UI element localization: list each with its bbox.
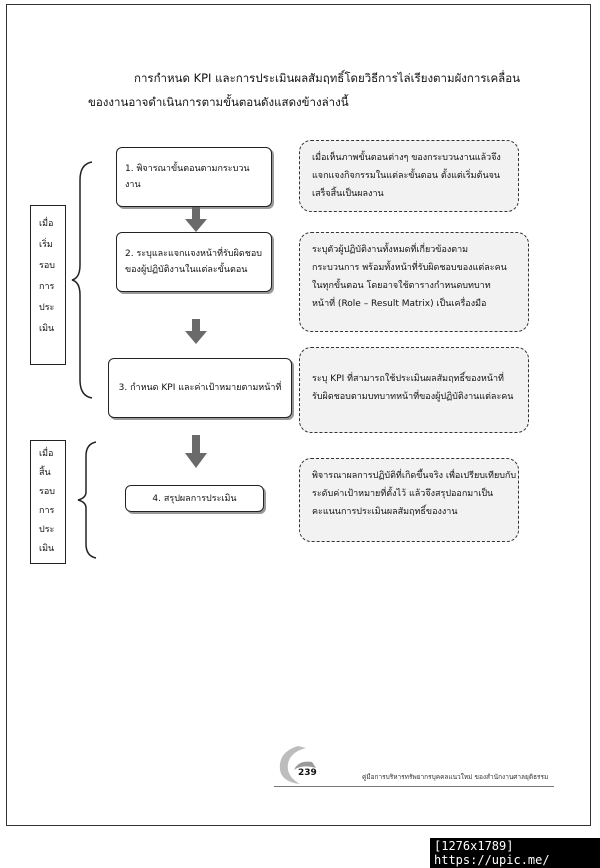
side-label-text: เมิน (39, 324, 55, 334)
down-arrow-icon (185, 207, 207, 232)
note-line: รับผิดชอบตามบทบาทหน้าที่ของผู้ปฏิบัติงาน… (312, 392, 514, 402)
step-2-text-line-2: ของผู้ปฏิบัติงานในแต่ละขั้นตอน (125, 265, 248, 275)
side-label-text: เมื่อ (39, 219, 54, 229)
step-1-box: 1. พิจารณาขั้นตอนตามกระบวนงาน (116, 147, 272, 207)
note-step-2: ระบุตัวผู้ปฏิบัติงานทั้งหมดที่เกี่ยวข้อง… (299, 232, 529, 332)
side-label-text: เมิน (39, 544, 55, 554)
left-brace-start (71, 161, 93, 399)
intro-line-2: ของงานอาจดำเนินการตามขั้นตอนดังแสดงข้างล… (88, 95, 349, 109)
side-label-text: สิ้น (39, 468, 51, 478)
note-line: ระบุ KPI ที่สามารถใช้ประเมินผลสัมฤทธิ์ขอ… (312, 374, 504, 384)
note-line: เสร็จสิ้นเป็นผลงาน (312, 189, 384, 199)
note-line: กระบวนการ พร้อมทั้งหน้าที่รับผิดชอบของแต… (312, 263, 507, 273)
down-arrow-icon (185, 319, 207, 344)
side-label-text: การ (39, 506, 55, 516)
end-of-cycle-label: เมื่อ สิ้น รอบ การ ประ เมิน (30, 440, 66, 564)
intro-line-1: การกำหนด KPI และการประเมินผลสัมฤทธิ์โดยว… (134, 71, 520, 85)
step-1-text: 1. พิจารณาขั้นตอนตามกระบวนงาน (125, 164, 250, 190)
note-step-1: เมื่อเห็นภาพขั้นตอนต่างๆ ของกระบวนงานแล้… (299, 140, 519, 212)
down-arrow-icon (185, 435, 207, 468)
step-3-text: 3. กำหนด KPI และค่าเป้าหมายตามหน้าที่ (118, 383, 282, 393)
swoosh-logo-icon (279, 746, 316, 784)
footer-title: คู่มือการบริหารทรัพยากรบุคคลแนวใหม่ ของส… (362, 773, 549, 781)
note-step-4: พิจารณาผลการปฏิบัติที่เกิดขึ้นจริง เพื่อ… (299, 458, 519, 542)
step-2-text-line-1: 2. ระบุและแจกแจงหน้าที่รับผิดชอบ (125, 249, 262, 259)
note-line: พิจารณาผลการปฏิบัติที่เกิดขึ้นจริง เพื่อ… (312, 471, 517, 481)
side-label-text: เมื่อ (39, 449, 54, 459)
side-label-text: ประ (39, 303, 55, 313)
side-label-text: รอบ (39, 487, 55, 497)
note-line: หน้าที่ (Role – Result Matrix) เป็นเครื่… (312, 299, 487, 309)
step-2-box: 2. ระบุและแจกแจงหน้าที่รับผิดชอบ ของผู้ป… (116, 232, 272, 292)
side-label-text: ประ (39, 525, 55, 535)
side-label-text: รอบ (39, 261, 55, 271)
note-line: ระบุตัวผู้ปฏิบัติงานทั้งหมดที่เกี่ยวข้อง… (312, 245, 469, 255)
note-line: ในทุกขั้นตอน โดยอาจใช้ตารางกำหนดบทบาท (312, 281, 491, 291)
start-of-cycle-label: เมื่อ เริ่ม รอบ การ ประ เมิน (30, 205, 66, 365)
left-brace-end (77, 441, 97, 559)
step-3-box: 3. กำหนด KPI และค่าเป้าหมายตามหน้าที่ (108, 358, 292, 418)
intro-paragraph: การกำหนด KPI และการประเมินผลสัมฤทธิ์โดยว… (88, 66, 538, 114)
note-line: แจกแจงกิจกรรมในแต่ละขั้นตอน ตั้งแต่เริ่ม… (312, 171, 501, 181)
note-line: ระดับค่าเป้าหมายที่ตั้งไว้ แล้วจึงสรุปออ… (312, 489, 494, 499)
side-label-text: การ (39, 282, 55, 292)
footer-rule (274, 786, 554, 787)
page-number: 239 (298, 768, 317, 778)
note-line: เมื่อเห็นภาพขั้นตอนต่างๆ ของกระบวนงานแล้… (312, 153, 501, 163)
image-size-watermark: [1276x1789] https://upic.me/ (430, 838, 600, 868)
note-step-3: ระบุ KPI ที่สามารถใช้ประเมินผลสัมฤทธิ์ขอ… (299, 347, 529, 433)
side-label-text: เริ่ม (39, 240, 53, 250)
step-4-box: 4. สรุปผลการประเมิน (125, 485, 264, 512)
note-line: คะแนนการประเมินผลสัมฤทธิ์ของงาน (312, 507, 458, 517)
step-4-text: 4. สรุปผลการประเมิน (152, 493, 237, 504)
